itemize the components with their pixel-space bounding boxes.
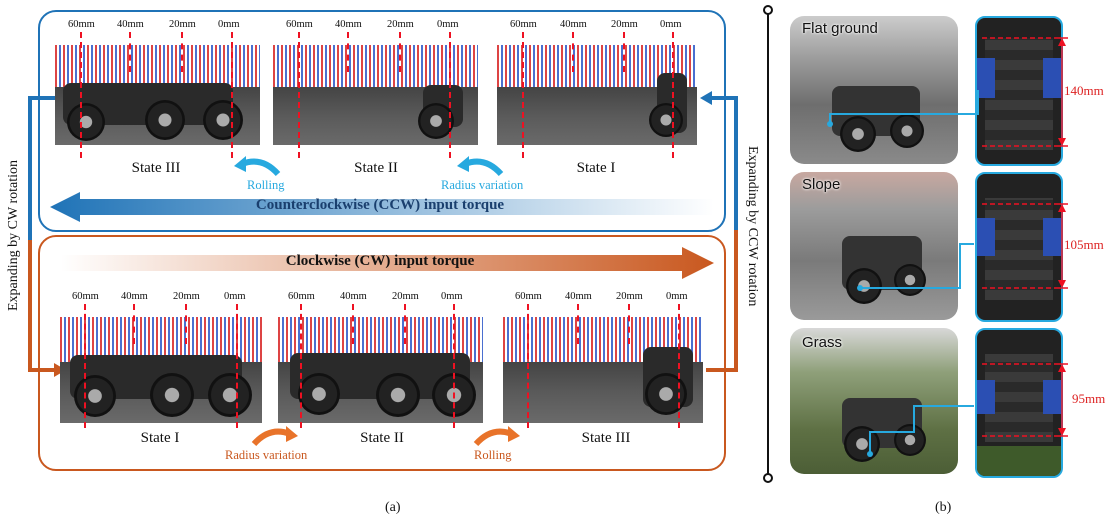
scene-name: Slope <box>802 176 841 193</box>
transition-label: Rolling <box>247 178 285 192</box>
dash-line <box>678 304 680 428</box>
ccw-torque-label: Counterclockwise (CCW) input torque <box>255 197 505 213</box>
dash-line <box>572 32 574 72</box>
measurement-overlay <box>827 37 1068 457</box>
dash-line <box>628 304 630 344</box>
curved-arrow-icon <box>473 426 520 447</box>
mm-label: 40mm <box>335 19 362 30</box>
dash-line <box>527 304 529 428</box>
mm-label: 0mm <box>441 291 463 302</box>
curved-arrow-icon <box>251 426 298 447</box>
cw-photo-state-1 <box>60 317 262 423</box>
dash-line <box>347 32 349 72</box>
dash-line <box>185 304 187 344</box>
state-label: State I <box>140 430 180 446</box>
dash-line <box>231 32 233 158</box>
mm-label: 20mm <box>392 291 419 302</box>
dash-line <box>300 304 302 428</box>
state-label: State III <box>131 160 181 176</box>
mm-label: 60mm <box>515 291 542 302</box>
ccw-torque-arrow <box>50 192 714 222</box>
mm-label: 60mm <box>286 19 313 30</box>
state-label: State III <box>581 430 631 446</box>
transition-label: Rolling <box>474 448 512 462</box>
mm-label: 60mm <box>510 19 537 30</box>
ccw-box <box>38 10 726 232</box>
mm-label: 20mm <box>169 19 196 30</box>
dash-line <box>181 32 183 72</box>
scene-name: Grass <box>802 334 843 351</box>
cw-photo-state-3 <box>503 317 703 423</box>
zoom-grass <box>975 328 1063 478</box>
dash-line <box>352 304 354 344</box>
dash-line <box>129 32 131 72</box>
left-side-label: Expanding by CW rotation <box>6 160 21 311</box>
dash-line <box>623 32 625 72</box>
timeline-line <box>763 5 773 483</box>
mm-label: 60mm <box>288 291 315 302</box>
mm-label: 40mm <box>121 291 148 302</box>
height-label: 95mm <box>1072 391 1106 406</box>
mm-label: 20mm <box>387 19 414 30</box>
height-label: 140mm <box>1064 83 1104 98</box>
state-label: State II <box>360 430 404 446</box>
mm-label: 0mm <box>437 19 459 30</box>
dash-line <box>453 304 455 428</box>
mm-label: 20mm <box>611 19 638 30</box>
dash-line <box>449 32 451 158</box>
dash-line <box>133 304 135 344</box>
caption-a: (a) <box>385 500 401 515</box>
mm-label: 40mm <box>560 19 587 30</box>
height-label: 105mm <box>1064 237 1104 252</box>
mm-label: 0mm <box>660 19 682 30</box>
mm-label: 40mm <box>340 291 367 302</box>
mm-label: 20mm <box>173 291 200 302</box>
curved-arrow-icon <box>234 156 281 177</box>
ccw-photo-state-1 <box>497 45 697 145</box>
dash-line <box>522 32 524 158</box>
scene-photo-slope <box>790 172 958 320</box>
curved-arrow-icon <box>457 156 504 177</box>
cw-box <box>38 235 726 471</box>
cw-torque-label: Clockwise (CW) input torque <box>285 253 475 269</box>
dash-line <box>236 304 238 428</box>
dash-line <box>577 304 579 344</box>
right-connector-arrow <box>700 91 738 372</box>
ccw-photo-state-2 <box>273 45 478 145</box>
dash-line <box>84 304 86 428</box>
dash-line <box>80 32 82 158</box>
mm-label: 0mm <box>218 19 240 30</box>
cw-torque-arrow <box>60 247 714 279</box>
scene-photo-grass <box>790 328 958 474</box>
scene-name: Flat ground <box>802 20 878 37</box>
mm-label: 20mm <box>616 291 643 302</box>
transition-label: Radius variation <box>225 448 308 462</box>
transition-label: Radius variation <box>441 178 524 192</box>
right-side-label: Expanding by CCW rotation <box>745 146 760 307</box>
mm-label: 0mm <box>224 291 246 302</box>
ccw-photo-state-3 <box>55 45 260 145</box>
mm-label: 40mm <box>117 19 144 30</box>
dash-line <box>298 32 300 158</box>
cw-photo-state-2 <box>278 317 483 423</box>
dash-line <box>404 304 406 344</box>
dash-line <box>672 32 674 158</box>
state-label: State II <box>354 160 398 176</box>
mm-label: 40mm <box>565 291 592 302</box>
mm-label: 60mm <box>68 19 95 30</box>
scene-photo-flat-ground <box>790 16 958 164</box>
mm-label: 0mm <box>666 291 688 302</box>
state-label: State I <box>576 160 616 176</box>
zoom-slope <box>975 172 1063 322</box>
dash-line <box>399 32 401 72</box>
caption-b: (b) <box>935 500 952 515</box>
mm-label: 60mm <box>72 291 99 302</box>
